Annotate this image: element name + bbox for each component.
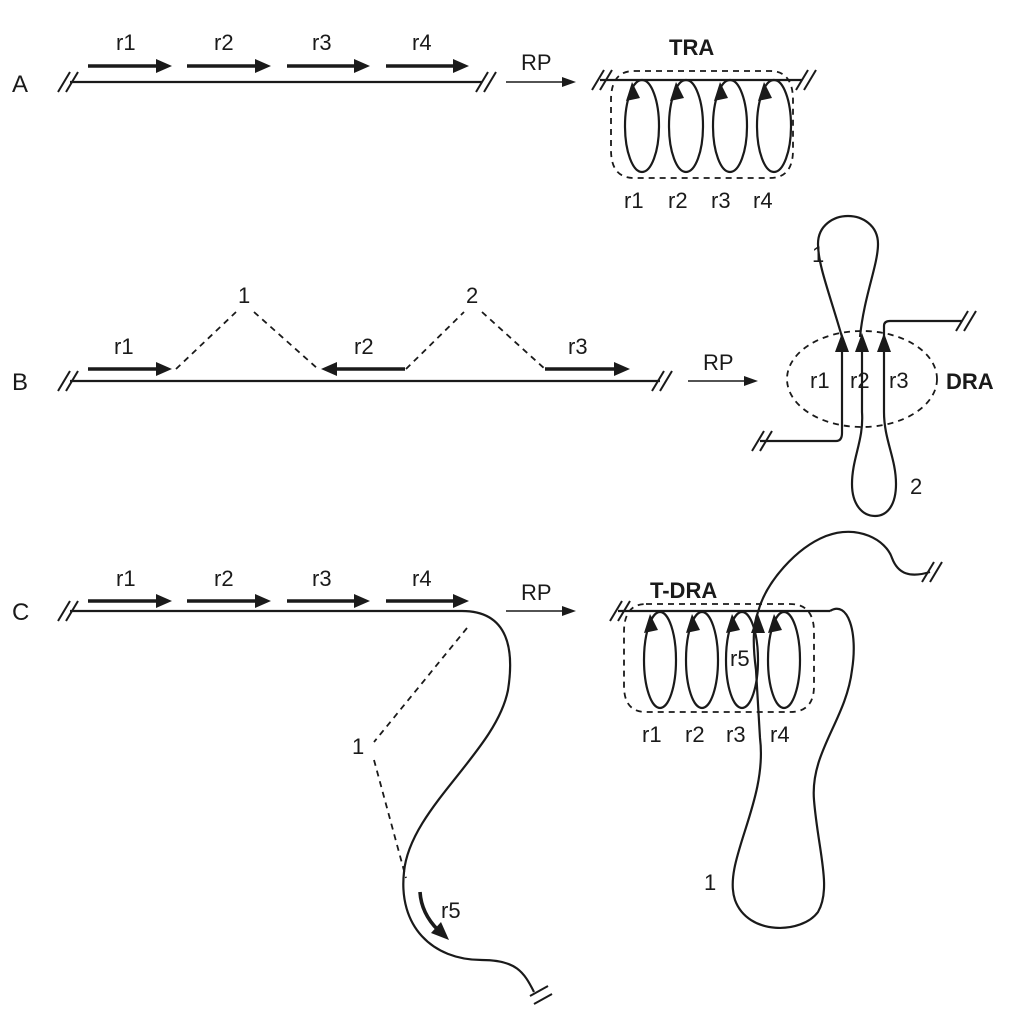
panel-c-loop-label-r4: r4: [770, 722, 790, 747]
panel-c-letter: C: [12, 599, 29, 626]
panel-a-loop-label-r4: r4: [753, 188, 773, 213]
panel-c-tdra-loop-r1: [642, 610, 678, 710]
panel-b-dra-arrowhead-r3: [877, 333, 891, 352]
panel-c-tdra-outline: [623, 603, 815, 713]
panel-a-tra-loop-r3: [711, 78, 749, 174]
panel-a-tra-loop-r2: [667, 78, 705, 174]
panel-b-spacer-2-dashed-right: [481, 311, 546, 370]
panel-c-spacer-label: 1: [352, 734, 364, 759]
panel-b-letter: B: [12, 369, 28, 396]
panel-c-spacer-dashed-lower: [373, 759, 407, 879]
panel-b-dra-strand-out: [882, 319, 962, 337]
panel-c-repeat-label-r2: r2: [214, 566, 234, 591]
panel-a-loop-label-r1: r1: [624, 188, 644, 213]
panel-a-repeat-label-r3: r3: [312, 30, 332, 55]
panel-c-repeat-label-r1: r1: [116, 566, 136, 591]
panel-c-tdra-loop-r2: [684, 610, 720, 710]
panel-a-repeat-arrow-r3: [287, 59, 370, 73]
panel-c-spacer-dashed-upper: [373, 627, 468, 743]
panel-a-tra-break-right: [795, 69, 817, 91]
panel-c-repeat-arrow-r4: [386, 594, 469, 608]
panel-b-dra-break-right: [955, 310, 977, 332]
panel-c-loop-label-r2: r2: [685, 722, 705, 747]
panel-a-rp-label: RP: [521, 50, 552, 75]
panel-a-tra-loop-r4: [755, 78, 793, 174]
panel-b-loop-label-1: 1: [812, 242, 824, 267]
panel-a-letter: A: [12, 71, 28, 98]
panel-c-dna-strand: [70, 609, 535, 993]
panel-b-spacer-1-dashed-right: [253, 311, 319, 370]
panel-c-tdra-loop-r3: [724, 610, 760, 710]
panel-a-tra-outline: [610, 70, 794, 179]
panel-a: A r1 r2 r3 r4 RP TRA: [12, 30, 817, 213]
panel-c-tdra-loop-r4: [766, 610, 802, 710]
panel-a-break-left: [57, 71, 79, 93]
panel-c-tdra-big-loop-1: [731, 607, 855, 930]
panel-a-tra-break-left: [591, 69, 613, 91]
panel-c-tdra-break-left: [609, 600, 631, 622]
panel-c-repeat-label-r4: r4: [412, 566, 432, 591]
panel-b-inner-label-r1: r1: [810, 368, 830, 393]
panel-b-dra-loop-1: [816, 214, 880, 338]
panel-a-repeat-label-r2: r2: [214, 30, 234, 55]
panel-b-dra-outline: [786, 330, 938, 428]
panel-b-repeat-arrow-r1: [88, 362, 172, 376]
panel-b-dra-label: DRA: [946, 369, 994, 394]
panel-a-tra-label: TRA: [669, 35, 714, 60]
panel-b-spacer-label-1: 1: [238, 283, 250, 308]
panel-c-loop-label-r1: r1: [642, 722, 662, 747]
panel-b-dra-arrowhead-r2: [855, 333, 869, 352]
panel-a-repeat-label-r4: r4: [412, 30, 432, 55]
panel-c-repeat-label-r3: r3: [312, 566, 332, 591]
panel-c-repeat-arrow-r3: [287, 594, 370, 608]
panel-a-repeat-arrow-r2: [187, 59, 271, 73]
panel-b-rp-arrow: [688, 376, 758, 386]
panel-c-tdra-label: T-DRA: [650, 578, 717, 603]
panel-c-r5-label: r5: [441, 898, 461, 923]
panel-c-break-bottom: [529, 985, 553, 1005]
panel-b-loop-label-2: 2: [910, 474, 922, 499]
panel-c-rp-label: RP: [521, 580, 552, 605]
panel-a-repeat-arrow-r4: [386, 59, 469, 73]
panel-a-loop-label-r2: r2: [668, 188, 688, 213]
panel-b-dra-loop-2: [850, 337, 898, 518]
panel-b-repeat-arrow-r2: [321, 362, 405, 376]
panel-c-tdra-arrowhead-r5: [751, 614, 765, 633]
panel-b-repeat-label-r3: r3: [568, 334, 588, 359]
panel-c-loop-label-r3: r3: [726, 722, 746, 747]
panel-b-break-left: [57, 370, 79, 392]
panel-b-inner-label-r3: r3: [889, 368, 909, 393]
panel-b: B r1 r2 r3 1 2 RP: [12, 214, 994, 518]
panel-a-repeat-label-r1: r1: [116, 30, 136, 55]
panel-b-spacer-1-dashed-left: [175, 311, 237, 370]
panel-b-spacer-label-2: 2: [466, 283, 478, 308]
panel-c-break-left: [57, 600, 79, 622]
panel-c-repeat-arrow-r1: [88, 594, 172, 608]
panel-b-inner-label-r2: r2: [850, 368, 870, 393]
panel-c-repeat-arrow-r2: [187, 594, 271, 608]
panel-b-dra-strand-in: [760, 337, 844, 443]
panel-c-rp-arrow: [506, 606, 576, 616]
panel-a-rp-arrow: [506, 77, 576, 87]
panel-b-repeat-label-r2: r2: [354, 334, 374, 359]
panel-c-r5-arrow: [418, 891, 449, 940]
panel-b-dra-arrowhead-r1: [835, 333, 849, 352]
panel-a-repeat-arrow-r1: [88, 59, 172, 73]
panel-b-repeat-arrow-r3: [545, 362, 630, 376]
panel-c: C r1 r2 r3 r4 1 r5: [12, 530, 943, 1005]
panel-c-tdra-strand-out: [756, 530, 931, 613]
panel-c-big-loop-label: 1: [704, 870, 716, 895]
panel-b-break-right: [651, 370, 673, 392]
panel-a-loop-label-r3: r3: [711, 188, 731, 213]
panel-b-rp-label: RP: [703, 350, 734, 375]
panel-b-repeat-label-r1: r1: [114, 334, 134, 359]
panel-a-tra-loop-r1: [623, 78, 661, 174]
panel-c-inner-label-r5: r5: [730, 646, 750, 671]
panel-b-spacer-2-dashed-left: [405, 311, 465, 370]
panel-c-tdra-break-right: [921, 561, 943, 583]
panel-b-dra-break-left: [751, 430, 773, 452]
panel-a-break-right: [475, 71, 497, 93]
